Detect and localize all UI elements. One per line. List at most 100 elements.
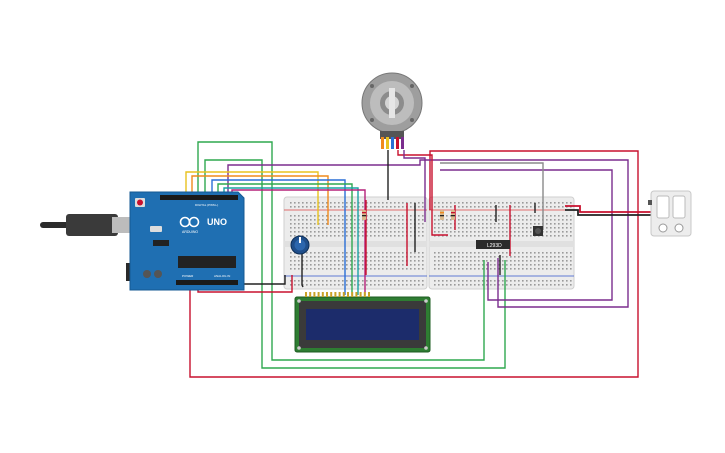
breadboard-hole bbox=[390, 260, 392, 262]
breadboard-left[interactable] bbox=[283, 196, 428, 290]
breadboard-hole bbox=[510, 223, 512, 225]
breadboard-hole bbox=[434, 219, 436, 221]
breadboard-hole bbox=[330, 219, 332, 221]
breadboard-hole bbox=[458, 227, 460, 229]
battery-pack[interactable] bbox=[648, 190, 692, 237]
breadboard-hole bbox=[366, 219, 368, 221]
breadboard-hole bbox=[414, 202, 416, 204]
breadboard-hole bbox=[402, 235, 404, 237]
breadboard-hole bbox=[454, 235, 456, 237]
breadboard-hole bbox=[498, 219, 500, 221]
wire-gray bbox=[440, 162, 544, 230]
wire-blue bbox=[211, 179, 346, 295]
breadboard-hole bbox=[482, 202, 484, 204]
breadboard-hole bbox=[310, 227, 312, 229]
breadboard-hole bbox=[446, 235, 448, 237]
wire-battery-black bbox=[565, 209, 660, 216]
breadboard-hole bbox=[362, 202, 364, 204]
breadboard-hole bbox=[374, 235, 376, 237]
resistor-1[interactable] bbox=[362, 210, 366, 220]
breadboard-hole bbox=[374, 280, 376, 282]
breadboard-hole bbox=[462, 231, 464, 233]
breadboard-hole bbox=[530, 280, 532, 282]
breadboard-hole bbox=[482, 219, 484, 221]
breadboard-hole bbox=[434, 206, 436, 208]
breadboard-hole bbox=[290, 227, 292, 229]
breadboard-hole bbox=[294, 284, 296, 286]
breadboard-hole bbox=[446, 223, 448, 225]
breadboard-hole bbox=[478, 264, 480, 266]
breadboard-hole bbox=[394, 260, 396, 262]
breadboard-hole bbox=[362, 235, 364, 237]
breadboard-hole bbox=[518, 223, 520, 225]
breadboard-hole bbox=[382, 256, 384, 258]
breadboard-hole bbox=[382, 215, 384, 217]
arduino-logo-text: ARDUINO bbox=[182, 230, 198, 234]
breadboard-hole bbox=[394, 235, 396, 237]
lcd-pin bbox=[355, 292, 358, 297]
breadboard-hole bbox=[422, 223, 424, 225]
breadboard-hole bbox=[298, 268, 300, 270]
breadboard-hole bbox=[466, 284, 468, 286]
breadboard-hole bbox=[398, 227, 400, 229]
push-button[interactable] bbox=[533, 226, 543, 236]
breadboard-hole bbox=[490, 252, 492, 254]
breadboard-hole bbox=[478, 223, 480, 225]
breadboard-hole bbox=[418, 256, 420, 258]
breadboard-hole bbox=[526, 223, 528, 225]
atmega-chip bbox=[178, 256, 236, 268]
breadboard-hole bbox=[438, 260, 440, 262]
breadboard-hole bbox=[418, 219, 420, 221]
breadboard-hole bbox=[470, 202, 472, 204]
breadboard-hole bbox=[290, 260, 292, 262]
potentiometer[interactable] bbox=[290, 235, 310, 255]
breadboard-hole bbox=[494, 202, 496, 204]
breadboard-hole bbox=[366, 223, 368, 225]
breadboard-hole bbox=[326, 256, 328, 258]
breadboard-hole bbox=[482, 256, 484, 258]
breadboard-hole bbox=[338, 219, 340, 221]
breadboard-hole bbox=[526, 268, 528, 270]
breadboard-hole bbox=[510, 268, 512, 270]
breadboard-hole bbox=[450, 256, 452, 258]
breadboard-hole bbox=[498, 215, 500, 217]
breadboard-hole bbox=[422, 264, 424, 266]
breadboard-hole bbox=[474, 215, 476, 217]
breadboard-hole bbox=[534, 215, 536, 217]
wire-purple-top bbox=[227, 159, 629, 308]
breadboard-hole bbox=[394, 264, 396, 266]
breadboard-hole bbox=[334, 231, 336, 233]
motor-driver-ic[interactable]: L293D bbox=[476, 240, 510, 249]
dc-motor[interactable] bbox=[361, 72, 423, 149]
breadboard-hole bbox=[322, 284, 324, 286]
breadboard-hole bbox=[522, 206, 524, 208]
breadboard-hole bbox=[422, 215, 424, 217]
breadboard-hole bbox=[522, 284, 524, 286]
breadboard-hole bbox=[350, 264, 352, 266]
breadboard-hole bbox=[370, 256, 372, 258]
breadboard-hole bbox=[554, 252, 556, 254]
breadboard-hole bbox=[566, 202, 568, 204]
breadboard-hole bbox=[550, 215, 552, 217]
breadboard-hole bbox=[506, 264, 508, 266]
resistor-2[interactable] bbox=[440, 210, 444, 220]
breadboard-hole bbox=[370, 268, 372, 270]
breadboard-hole bbox=[554, 202, 556, 204]
breadboard-hole bbox=[478, 284, 480, 286]
breadboard-hole bbox=[478, 206, 480, 208]
breadboard-hole bbox=[350, 219, 352, 221]
breadboard-hole bbox=[550, 206, 552, 208]
breadboard-hole bbox=[522, 256, 524, 258]
breadboard-hole bbox=[486, 231, 488, 233]
breadboard-hole bbox=[454, 268, 456, 270]
arduino-uno[interactable]: UNO ARDUINO DIGITAL (PWM~) POWER ANALOG … bbox=[40, 191, 245, 291]
breadboard-hole bbox=[558, 284, 560, 286]
breadboard-hole bbox=[534, 256, 536, 258]
breadboard-hole bbox=[454, 260, 456, 262]
breadboard-hole bbox=[418, 284, 420, 286]
lcd-display[interactable] bbox=[294, 292, 431, 353]
breadboard-hole bbox=[334, 227, 336, 229]
resistor-3[interactable] bbox=[451, 210, 455, 220]
breadboard-hole bbox=[478, 256, 480, 258]
breadboard-hole bbox=[522, 260, 524, 262]
